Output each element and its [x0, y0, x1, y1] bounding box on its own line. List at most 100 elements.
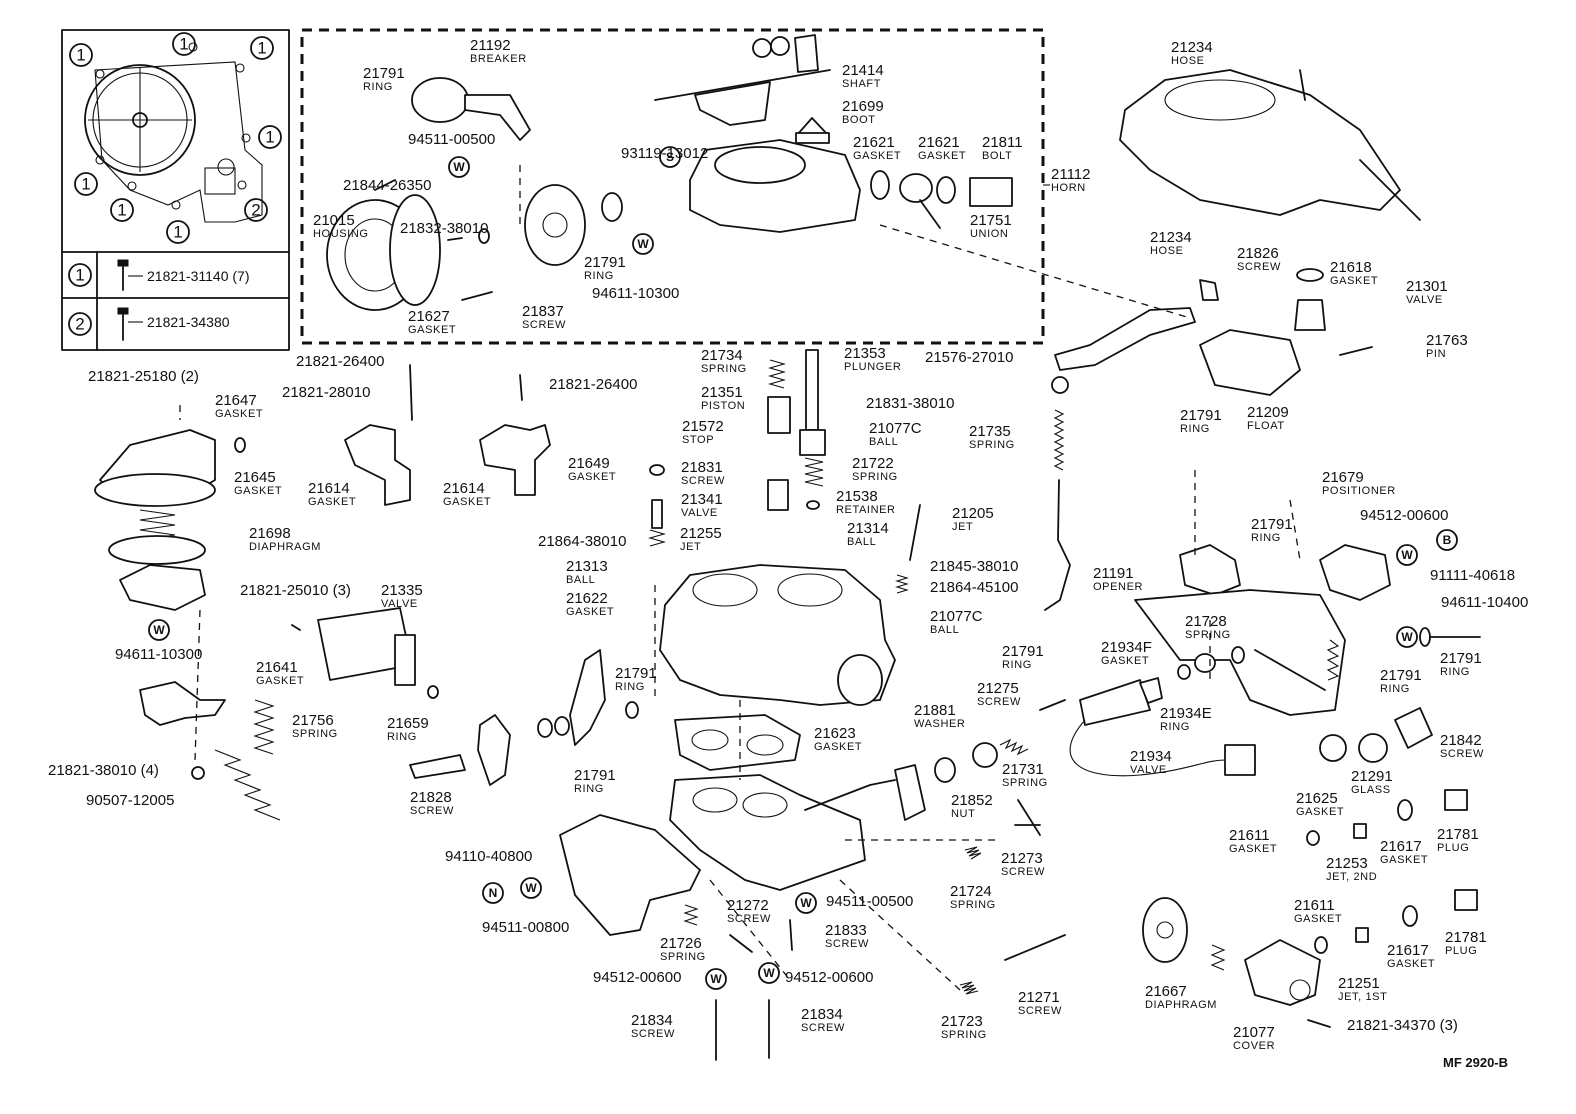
part-callout: 21864-45100: [930, 579, 1018, 596]
part-number: 21649: [568, 455, 610, 472]
key-inset: 1 1 1 1 1 1 1 2 1 21821-31140 (7) 2 2182…: [61, 29, 290, 351]
part-name: SPRING: [852, 471, 898, 483]
part-number: 21253: [1326, 855, 1368, 872]
key-callout-1-a: 1: [69, 43, 93, 67]
part-name: SPRING: [292, 728, 338, 740]
part-name: BREAKER: [470, 53, 527, 65]
part-number: 21791: [574, 767, 616, 784]
part-number: 21614: [308, 480, 350, 497]
part-number: 21614: [443, 480, 485, 497]
part-name: GASKET: [1229, 843, 1277, 855]
part-name: JET, 2ND: [1326, 871, 1377, 883]
key-callout-1-f: 1: [110, 198, 134, 222]
part-name: JET: [680, 541, 701, 553]
symbol-marker: W: [705, 968, 727, 990]
symbol-letter: B: [1443, 533, 1452, 547]
part-name: SCREW: [1440, 748, 1484, 760]
part-number: 21538: [836, 488, 878, 505]
part-number: 21611: [1229, 827, 1270, 844]
symbol-letter: W: [1401, 548, 1413, 562]
part-name: COVER: [1233, 1040, 1275, 1052]
symbol-circle: [758, 962, 780, 984]
key-row-1-symbol: 1: [75, 266, 84, 285]
part-number: 21191: [1093, 565, 1134, 582]
part-number: 94512-00600: [1360, 507, 1448, 524]
part-number: 21698: [249, 525, 291, 542]
svg-text:1: 1: [117, 201, 126, 220]
svg-text:1: 1: [179, 35, 188, 54]
part-name: BOLT: [982, 150, 1012, 162]
part-name: GASKET: [566, 606, 614, 618]
part-number: 21234: [1171, 39, 1213, 56]
part-name: VALVE: [681, 507, 718, 519]
key-row-2-part: 21821-34380: [147, 314, 230, 330]
part-callout: 21821-26400: [549, 376, 637, 393]
part-name: RETAINER: [836, 504, 896, 516]
part-callout: 21821-26400: [296, 353, 384, 370]
part-name: POSITIONER: [1322, 485, 1396, 497]
part-name: GASKET: [1101, 655, 1149, 667]
part-number: 21726: [660, 935, 702, 952]
part-number: 21077C: [930, 608, 983, 625]
symbol-circle: [1436, 529, 1458, 551]
part-name: GASKET: [308, 496, 356, 508]
part-callout: 21576-27010: [925, 349, 1013, 366]
part-number: 21934: [1130, 748, 1172, 765]
part-number: 94511-00500: [408, 131, 495, 148]
part-number: 21617: [1387, 942, 1429, 959]
part-number: 21667: [1145, 983, 1187, 1000]
part-number: 21015: [313, 212, 355, 229]
part-number: 21831: [681, 459, 723, 476]
part-number: 21205: [952, 505, 994, 522]
symbol-circle: [632, 233, 654, 255]
part-name: SPRING: [1002, 777, 1048, 789]
part-name: RING: [1380, 683, 1410, 695]
part-callout: 91111-40618: [1430, 567, 1515, 584]
part-name: VALVE: [1130, 764, 1167, 776]
part-number: 94511-00500: [826, 893, 913, 910]
part-callout: 90507-12005: [86, 792, 174, 809]
part-name: DIAPHRAGM: [249, 541, 321, 553]
part-name: SCREW: [727, 913, 771, 925]
part-number: 21864-38010: [538, 533, 626, 550]
part-name: SCREW: [977, 696, 1021, 708]
key-callout-1-c: 1: [250, 36, 274, 60]
symbol-letter: W: [710, 972, 722, 986]
part-number: 21192: [470, 37, 511, 54]
part-name: HOUSING: [313, 228, 369, 240]
part-number: 21621: [918, 134, 960, 151]
part-name: GASKET: [814, 741, 862, 753]
part-callout: 94512-00600: [785, 969, 873, 986]
part-number: 21647: [215, 392, 257, 409]
part-name: GASKET: [234, 485, 282, 497]
part-callout: 94512-00600: [593, 969, 681, 986]
symbol-letter: W: [453, 160, 465, 174]
part-name: GASKET: [256, 675, 304, 687]
part-number: 21723: [941, 1013, 983, 1030]
part-name: STOP: [682, 434, 714, 446]
symbol-circle: [520, 877, 542, 899]
part-callout: 21821-28010: [282, 384, 370, 401]
part-number: 21611: [1294, 897, 1335, 914]
part-number: 21934F: [1101, 639, 1152, 656]
part-name: GASKET: [215, 408, 263, 420]
part-number: 90507-12005: [86, 792, 174, 809]
part-number: 21351: [701, 384, 743, 401]
part-name: BALL: [847, 536, 876, 548]
part-name: RING: [363, 81, 393, 93]
